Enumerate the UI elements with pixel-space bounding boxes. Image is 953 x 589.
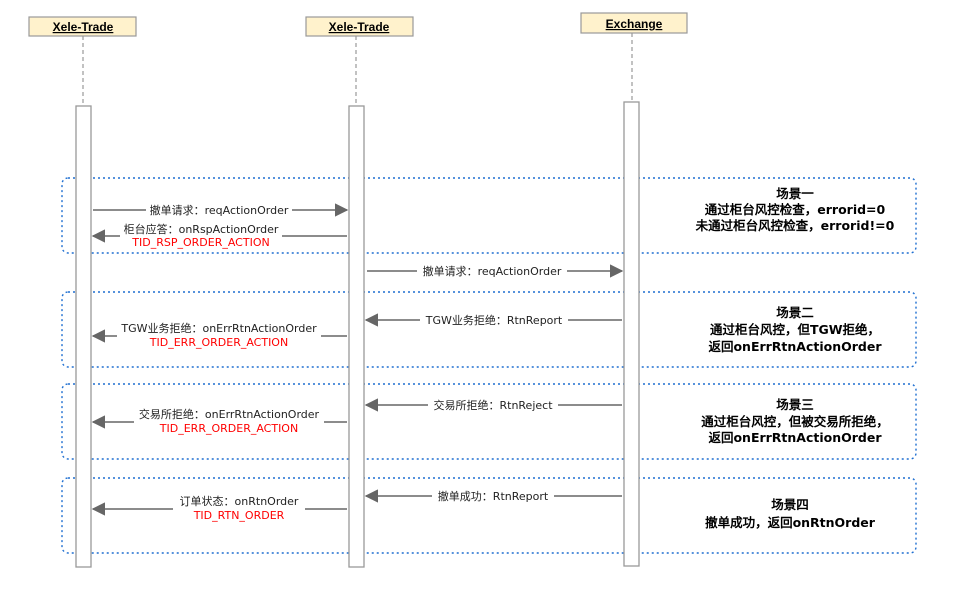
message-label: 撤单请求：reqActionOrder xyxy=(150,203,289,217)
message-success-rtn-report: 撤单成功：RtnReport xyxy=(364,488,622,503)
scenario-title: 场景四 xyxy=(771,497,809,512)
scenario-title: 场景三 xyxy=(776,397,814,412)
message-sub-label: TID_RTN_ORDER xyxy=(193,509,285,522)
message-req-action-order-counter: 撤单请求：reqActionOrder xyxy=(93,202,349,217)
scenario-4-description: 场景四 撤单成功，返回onRtnOrder xyxy=(705,497,876,530)
scenario-line: 返回onErrRtnActionOrder xyxy=(708,430,882,445)
scenario-2-description: 场景二 通过柜台风控，但TGW拒绝， 返回onErrRtnActionOrder xyxy=(708,305,882,354)
message-exchange-on-err-rtn-action-order: 交易所拒绝：onErrRtnActionOrder TID_ERR_ORDER_… xyxy=(91,407,347,435)
activation-bar-exchange xyxy=(623,101,640,567)
message-req-action-order-exchange: 撤单请求：reqActionOrder xyxy=(367,263,624,278)
message-label: 柜台应答：onRspActionOrder xyxy=(124,222,279,236)
message-tgw-rtn-report: TGW业务拒绝：RtnReport xyxy=(364,312,622,327)
actor-label: Xele-Trade xyxy=(329,20,390,34)
scenario-group-3 xyxy=(61,383,917,460)
actor-xele-trade-1: Xele-Trade xyxy=(28,16,137,37)
message-sub-label: TID_ERR_ORDER_ACTION xyxy=(159,422,298,435)
message-label: 交易所拒绝：onErrRtnActionOrder xyxy=(139,407,320,421)
scenario-group-2 xyxy=(61,291,917,368)
activation-bar-xele-trade-1 xyxy=(75,105,92,568)
message-sub-label: TID_RSP_ORDER_ACTION xyxy=(131,236,269,249)
message-tgw-on-err-rtn-action-order: TGW业务拒绝：onErrRtnActionOrder TID_ERR_ORDE… xyxy=(91,321,347,349)
scenario-group-1 xyxy=(61,177,917,254)
actor-exchange: Exchange xyxy=(580,12,688,34)
scenario-1-description: 场景一 通过柜台风控检查，errorid=0 未通过柜台风控检查，errorid… xyxy=(695,186,895,233)
message-label: TGW业务拒绝：onErrRtnActionOrder xyxy=(120,321,317,335)
message-label: 订单状态：onRtnOrder xyxy=(180,494,299,508)
actor-label: Xele-Trade xyxy=(53,20,114,34)
message-label: 交易所拒绝：RtnReject xyxy=(433,398,553,412)
scenario-line: 返回onErrRtnActionOrder xyxy=(708,339,882,354)
scenario-line: 通过柜台风控，但TGW拒绝， xyxy=(710,322,880,337)
scenario-line: 通过柜台风控检查，errorid=0 xyxy=(705,202,886,217)
message-label: 撤单成功：RtnReport xyxy=(438,489,549,503)
message-label: 撤单请求：reqActionOrder xyxy=(423,264,562,278)
actor-xele-trade-2: Xele-Trade xyxy=(305,16,414,37)
scenario-title: 场景一 xyxy=(776,186,814,201)
scenario-title: 场景二 xyxy=(776,305,814,320)
message-rtn-reject: 交易所拒绝：RtnReject xyxy=(364,397,622,412)
actor-label: Exchange xyxy=(606,17,663,31)
activation-bar-xele-trade-2 xyxy=(348,105,365,568)
scenario-line: 撤单成功，返回onRtnOrder xyxy=(705,515,876,530)
message-on-rsp-action-order: 柜台应答：onRspActionOrder TID_RSP_ORDER_ACTI… xyxy=(91,222,347,250)
scenario-line: 未通过柜台风控检查，errorid!=0 xyxy=(695,218,895,233)
message-on-rtn-order: 订单状态：onRtnOrder TID_RTN_ORDER xyxy=(91,494,347,522)
scenario-group-4 xyxy=(61,477,917,554)
scenario-3-description: 场景三 通过柜台风控，但被交易所拒绝， 返回onErrRtnActionOrde… xyxy=(701,397,889,445)
scenario-line: 通过柜台风控，但被交易所拒绝， xyxy=(701,414,889,429)
message-label: TGW业务拒绝：RtnReport xyxy=(425,313,563,327)
message-sub-label: TID_ERR_ORDER_ACTION xyxy=(149,336,288,349)
